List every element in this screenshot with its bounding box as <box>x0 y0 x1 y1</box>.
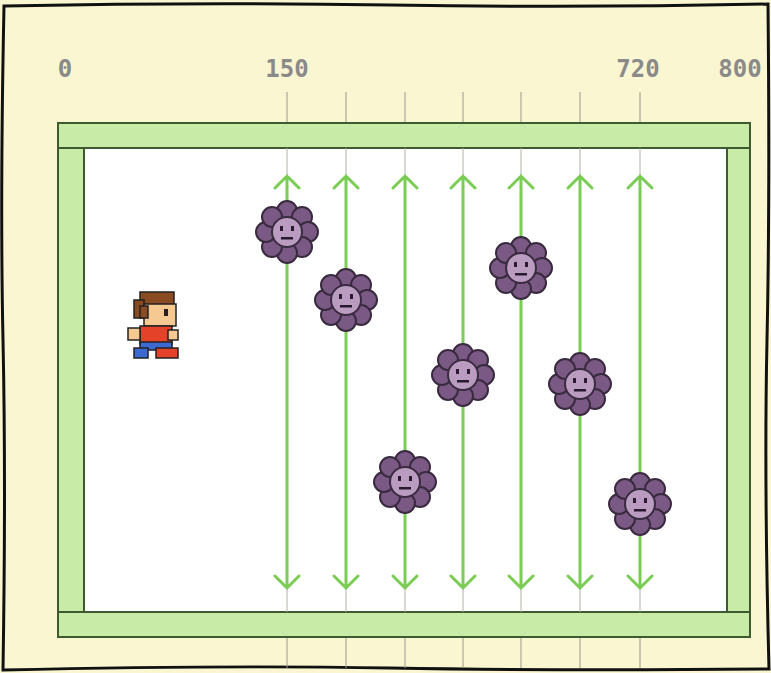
flower-enemies <box>256 201 671 535</box>
player-sprite <box>128 292 178 358</box>
arena <box>58 123 750 637</box>
axis-value: 0 <box>58 55 72 83</box>
axis-value: 720 <box>616 55 659 83</box>
axis-value: 800 <box>718 55 761 83</box>
guide-lines-inner <box>287 148 640 612</box>
movement-arrows <box>275 176 652 588</box>
sketch-frame <box>2 4 769 670</box>
axis-value: 150 <box>265 55 308 83</box>
